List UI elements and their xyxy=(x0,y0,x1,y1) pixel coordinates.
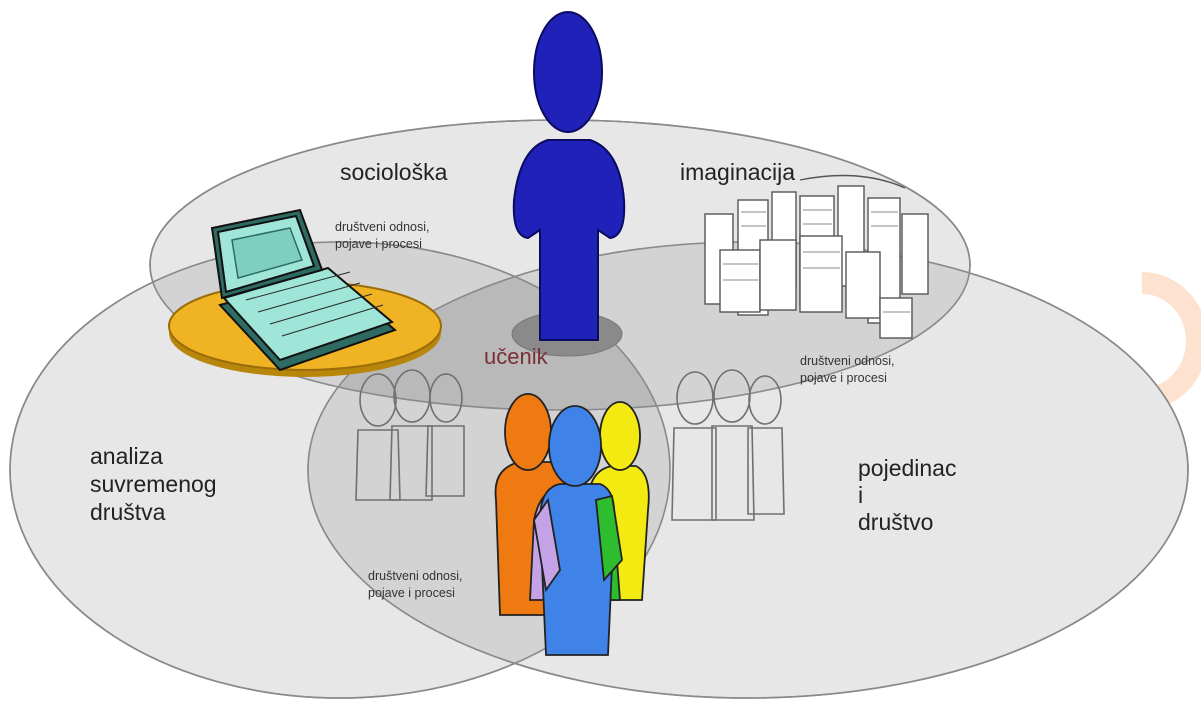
people-group-icon xyxy=(671,369,785,521)
label-analysis-line2: suvremenog xyxy=(90,471,217,497)
label-imagination: imaginacija xyxy=(680,159,795,185)
label-individual-line1: pojedinac xyxy=(858,455,956,481)
label-sociological: sociološka xyxy=(340,159,448,185)
label-center-student: učenik xyxy=(484,344,549,369)
city-buildings-icon xyxy=(704,174,929,339)
small-label-top-line1: društveni odnosi, xyxy=(335,220,430,234)
label-individual-line3: društvo xyxy=(858,509,933,535)
label-analysis-line3: društva xyxy=(90,499,166,525)
label-individual-line2: i xyxy=(858,482,863,508)
small-label-right-line2: pojave i procesi xyxy=(800,371,887,385)
label-analysis-line1: analiza xyxy=(90,443,163,469)
decorative-arc xyxy=(1141,272,1201,410)
people-group-icon xyxy=(355,369,465,501)
laptop-icon xyxy=(168,208,442,377)
small-label-right-line1: društveni odnosi, xyxy=(800,354,895,368)
small-label-bottom-line1: društveni odnosi, xyxy=(368,569,463,583)
small-label-bottom-line2: pojave i procesi xyxy=(368,586,455,600)
student-figure-icon xyxy=(512,11,626,341)
colored-people-icon xyxy=(494,393,650,656)
small-label-top-line2: pojave i procesi xyxy=(335,237,422,251)
